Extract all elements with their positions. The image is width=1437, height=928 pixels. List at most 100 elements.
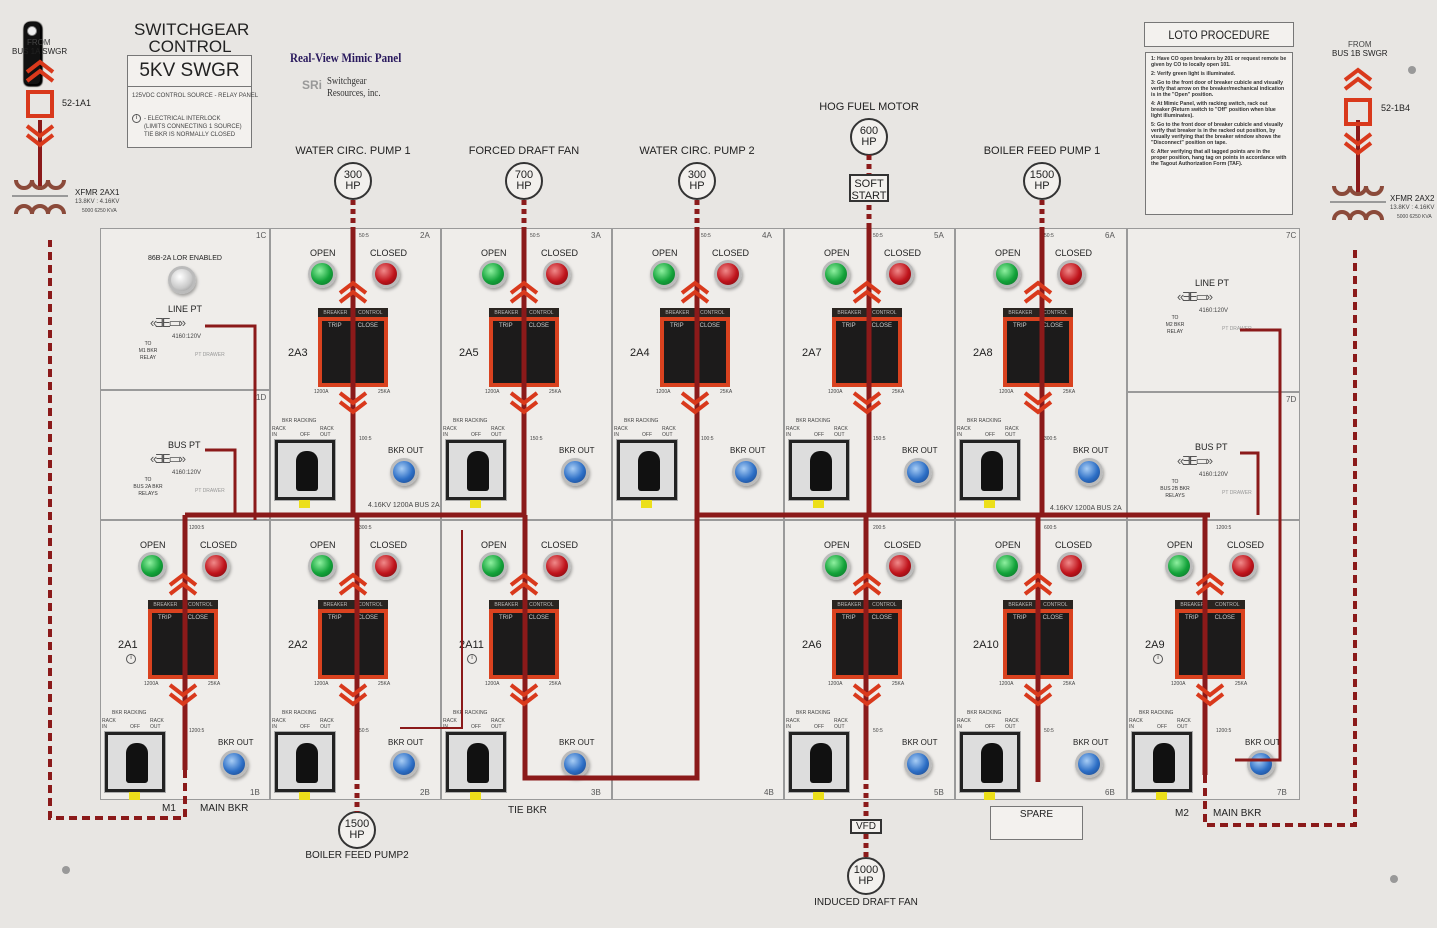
switch-handle[interactable]	[24, 22, 40, 84]
cell-id: 1B	[250, 788, 260, 797]
racking-handle[interactable]	[981, 451, 1003, 491]
line-pt-left-connection	[205, 324, 257, 500]
rack-in-label: RACK IN	[786, 426, 800, 438]
cell-id: 5A	[934, 231, 944, 240]
racking-handle[interactable]	[467, 743, 489, 783]
left-source-chevron	[25, 124, 55, 139]
left-from: FROM	[27, 38, 51, 47]
racking-handle[interactable]	[296, 451, 318, 491]
racking-switch[interactable]	[445, 731, 507, 800]
open-label: OPEN	[824, 540, 850, 550]
closed-label: CLOSED	[1227, 540, 1265, 550]
tie-breaker-path	[522, 515, 700, 781]
motor-hp: 300	[343, 169, 363, 181]
ka-rating: 25KA	[892, 681, 905, 687]
racking-switch[interactable]	[445, 439, 507, 508]
breaker-chevron-up	[1195, 572, 1225, 587]
pt-drawer-label: PT DRAWER	[195, 488, 225, 494]
racking-handle[interactable]	[981, 743, 1003, 783]
cell-id: 4A	[762, 231, 772, 240]
bkr-out-label: BKR OUT	[1073, 446, 1109, 455]
racking-switch[interactable]	[788, 731, 850, 800]
soft-start-box: SOFT START	[849, 174, 889, 202]
right-transformer-icon	[1348, 210, 1368, 221]
breaker-chevron-up	[338, 280, 368, 295]
racking-handle[interactable]	[126, 743, 148, 783]
closed-label: CLOSED	[370, 248, 408, 258]
racking-switch[interactable]	[959, 731, 1021, 800]
control-text: CONTROL	[700, 309, 725, 316]
pt-title: LINE PT	[1195, 278, 1230, 288]
racking-switch[interactable]	[959, 439, 1021, 508]
breaker-chevron-down	[509, 683, 539, 698]
racking-handle[interactable]	[810, 743, 832, 783]
open-label: OPEN	[995, 248, 1021, 258]
rack-in-label: RACK IN	[1129, 718, 1143, 730]
breaker-chevron-up	[1023, 581, 1053, 596]
breaker-chevron-down	[509, 692, 539, 707]
racking-switch[interactable]	[788, 439, 850, 508]
amp-rating: 1200A	[828, 389, 843, 395]
cell-id: 6B	[1105, 788, 1115, 797]
closed-indicator-lamp	[372, 552, 400, 580]
racking-handle[interactable]	[467, 451, 489, 491]
racking-handle[interactable]	[1153, 743, 1175, 783]
open-label: OPEN	[310, 540, 336, 550]
control-text: CONTROL	[188, 601, 213, 608]
racking-handle[interactable]	[638, 451, 660, 491]
bkr-out-label: BKR OUT	[1073, 738, 1109, 747]
motor-hp: 1000	[853, 864, 879, 876]
rack-off-label: OFF	[1157, 724, 1167, 730]
rack-out-label: RACK OUT	[834, 426, 848, 438]
racking-label: BKR RACKING	[967, 418, 1002, 424]
bkr-out-label: BKR OUT	[218, 738, 254, 747]
racking-switch[interactable]	[274, 439, 336, 508]
left-transformer-icon	[14, 204, 34, 215]
racking-switch[interactable]	[616, 439, 678, 508]
ct-bottom-rating: 100:5	[359, 436, 372, 442]
control-text: CONTROL	[529, 601, 554, 608]
vfd-box: VFD	[850, 819, 882, 834]
racking-handle[interactable]	[810, 451, 832, 491]
rack-out-label: RACK OUT	[1177, 718, 1191, 730]
bkr-out-lamp	[1247, 750, 1275, 778]
loto-step: 1: Have CO open breakers by 201 or reque…	[1151, 56, 1287, 68]
closed-indicator-lamp	[372, 260, 400, 288]
racking-switch[interactable]	[1131, 731, 1193, 800]
amp-rating: 1200A	[485, 681, 500, 687]
trip-label: TRIP	[842, 323, 856, 329]
pt-destination: M1 BKR	[138, 348, 158, 354]
ct-bottom-rating: 1200:5	[189, 728, 205, 734]
racking-switch[interactable]	[274, 731, 336, 800]
loto-step: 2: Verify green light is illuminated.	[1151, 71, 1236, 77]
loto-step: 5: Go to the front door of breaker cubic…	[1151, 122, 1284, 146]
breaker-chevron-down	[1023, 391, 1053, 406]
rack-off-label: OFF	[471, 724, 481, 730]
racking-switch[interactable]	[104, 731, 166, 800]
trip-label: TRIP	[158, 615, 172, 621]
pt-title: LINE PT	[168, 304, 203, 314]
logo-company-1: Switchgear	[327, 75, 367, 87]
ka-rating: 25KA	[892, 389, 905, 395]
bkr-out-lamp	[390, 458, 418, 486]
ct-top-rating: 1200:5	[1216, 525, 1232, 531]
breaker-chevron-up	[509, 581, 539, 596]
close-label: CLOSE	[187, 615, 208, 621]
interlock-note-1: - ELECTRICAL INTERLOCK	[144, 116, 221, 122]
pt-drawer-label: PT DRAWER	[195, 352, 225, 358]
racking-handle[interactable]	[296, 743, 318, 783]
breaker-chevron-up	[1023, 280, 1053, 295]
open-indicator-lamp	[308, 552, 336, 580]
breaker-chevron-up	[168, 572, 198, 587]
open-indicator-lamp	[650, 260, 678, 288]
closed-label: CLOSED	[370, 540, 408, 550]
load-name: WATER CIRC. PUMP 2	[639, 145, 755, 157]
racking-label: BKR RACKING	[282, 710, 317, 716]
breaker-id: 2A1	[118, 639, 138, 651]
